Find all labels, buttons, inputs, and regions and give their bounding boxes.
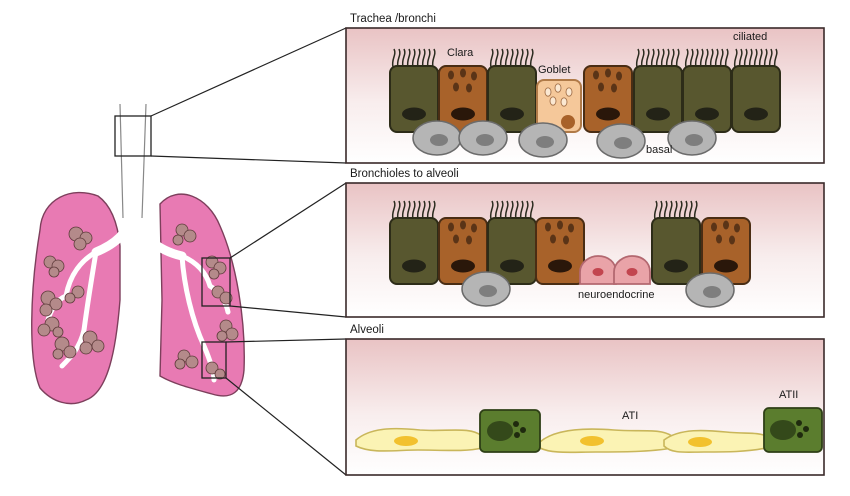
label-goblet: Goblet xyxy=(538,64,570,76)
ati-cell xyxy=(355,427,483,452)
section-title-bronchioles: Bronchioles to alveoli xyxy=(350,168,459,180)
label-neuroendocrine: neuroendocrine xyxy=(578,289,654,301)
section-title-trachea: Trachea /bronchi xyxy=(350,13,436,25)
panel-bronchioles: neuroendocrine xyxy=(345,182,825,318)
label-basal: basal xyxy=(646,144,672,156)
atii-cell xyxy=(763,407,823,453)
ati-cell xyxy=(539,428,673,454)
connector-lines xyxy=(150,27,347,476)
goblet-cell xyxy=(536,79,582,133)
zoom-box-alveoli xyxy=(201,341,227,379)
ati-cell xyxy=(663,429,767,454)
label-ati: ATI xyxy=(622,410,638,422)
label-ciliated: ciliated xyxy=(733,31,767,43)
zoom-box-trachea xyxy=(114,115,152,157)
label-clara: Clara xyxy=(447,47,474,59)
atii-cell xyxy=(479,409,541,453)
panel-trachea: Clara Goblet ciliated basal xyxy=(345,27,825,164)
zoom-box-bronchioles xyxy=(201,257,231,307)
panel-alveoli: ATI ATII xyxy=(345,338,825,476)
lung-illustration xyxy=(31,103,245,405)
label-atii: ATII xyxy=(779,389,798,401)
neuroendocrine-cells xyxy=(579,255,651,285)
section-title-alveoli: Alveoli xyxy=(350,324,384,336)
